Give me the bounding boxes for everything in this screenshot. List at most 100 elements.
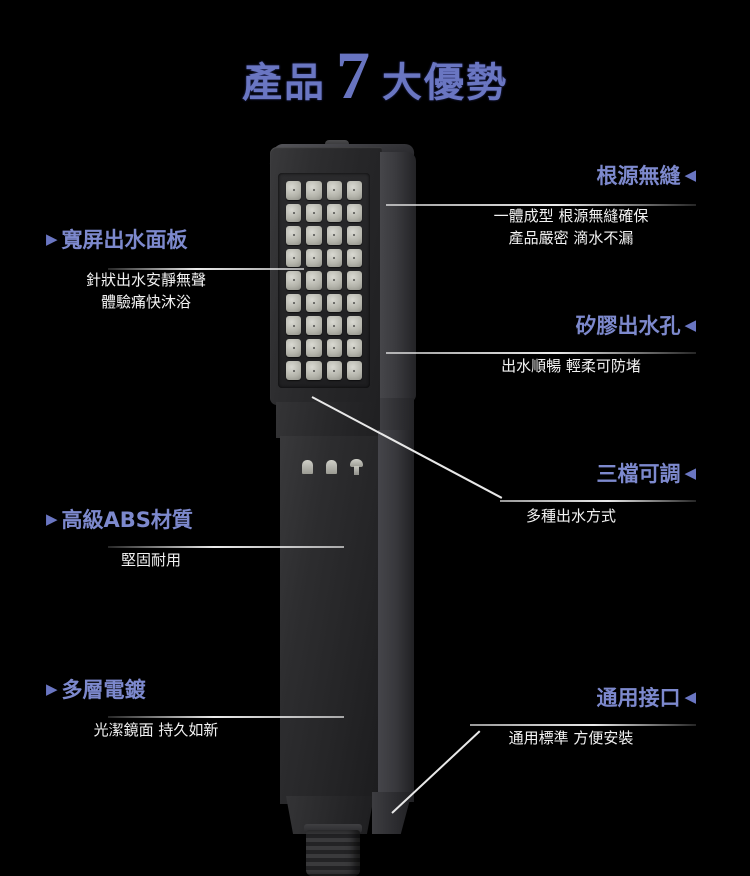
callout-left-3-heading: ▶ 多層電鍍 [46,674,266,704]
nozzle [286,271,302,290]
nozzle [286,181,302,200]
leader-line-right-3 [500,500,696,502]
leader-line-right-2 [386,352,696,354]
callout-right-1-heading: 根源無縫 ◀ [446,160,696,190]
nozzle [306,316,322,335]
connector-collar [304,824,362,833]
nozzle [306,203,322,223]
nozzle [326,248,342,268]
callout-left-1: ▶ 寬屏出水面板 針狀出水安靜無聲 體驗痛快沐浴 [46,224,246,314]
nozzle [346,271,362,290]
callout-right-1-sub: 一體成型 根源無縫確保 產品嚴密 滴水不漏 [446,206,696,250]
nozzle [346,248,362,268]
nozzle [306,248,322,268]
spray-mode-icon-2 [326,460,337,474]
callout-right-3-sub-line-1: 多種出水方式 [525,507,616,525]
nozzle [326,203,342,223]
callout-right-4-sub-line-1: 通用標準 方便安裝 [508,729,634,747]
arrow-left-icon: ◀ [684,315,696,334]
nozzle [326,271,342,290]
leader-line-left-2 [108,546,344,548]
threaded-connector [306,830,360,876]
nozzle [286,338,302,358]
product-image-shower-head [268,140,428,876]
callout-right-4-sub: 通用標準 方便安裝 [446,728,696,750]
nozzle [286,226,302,245]
nozzle [306,361,322,380]
title-word-left: 產品 [242,60,326,106]
callout-left-2-sub: 堅固耐用 [46,550,256,572]
shower-handle-side [378,430,414,802]
callout-left-3-heading-text: 多層電鍍 [61,678,146,702]
callout-right-2: 矽膠出水孔 ◀ 出水順暢 輕柔可防堵 [446,310,696,378]
nozzle [346,316,362,335]
nozzle [346,203,362,223]
callout-right-4-heading: 通用接口 ◀ [446,682,696,712]
arrow-right-icon: ▶ [46,679,58,698]
nozzle [286,293,302,313]
nozzle [286,203,302,223]
callout-left-2-heading-text: 高級ABS材質 [61,508,193,532]
callout-right-2-sub-line-1: 出水順暢 輕柔可防堵 [501,357,641,375]
nozzle [346,293,362,313]
callout-right-2-sub: 出水順暢 輕柔可防堵 [446,356,696,378]
callout-right-4-heading-text: 通用接口 [596,686,681,710]
arrow-left-icon: ◀ [684,687,696,706]
page-title: 產品 7 大優勢 [0,37,750,114]
nozzle [306,271,322,290]
nozzle [326,293,342,313]
shower-neck-front [276,402,380,438]
callout-right-3-heading-text: 三檔可調 [596,462,681,486]
nozzle [326,181,342,200]
spray-mode-icons [302,458,366,478]
nozzle [326,226,342,245]
callout-right-2-heading-text: 矽膠出水孔 [575,314,681,338]
callout-right-1-sub-line-2: 產品嚴密 滴水不漏 [508,228,634,247]
callout-left-2: ▶ 高級ABS材質 堅固耐用 [46,504,256,572]
spray-panel [278,173,370,388]
callout-right-3-heading: 三檔可調 ◀ [446,458,696,488]
callout-right-1-sub-line-1: 一體成型 根源無縫確保 [493,207,649,225]
arrow-left-icon: ◀ [684,463,696,482]
nozzle [286,248,302,268]
leader-line-left-1 [108,268,304,270]
callout-left-1-sub: 針狀出水安靜無聲 體驗痛快沐浴 [46,270,246,314]
shower-handle-front [280,436,378,804]
spray-mode-icon-3 [350,459,363,467]
nozzle [326,338,342,358]
nozzle [306,226,322,245]
callout-left-2-sub-line-1: 堅固耐用 [120,551,181,569]
leader-line-right-4 [470,724,696,726]
leader-line-left-3 [108,716,344,718]
callout-left-1-sub-line-1: 針狀出水安靜無聲 [85,271,206,289]
nozzle [326,361,342,380]
nozzle [286,361,302,380]
nozzle [346,181,362,200]
nozzle [346,226,362,245]
nozzle [346,361,362,380]
callout-left-3-sub: 光潔鏡面 持久如新 [46,720,266,742]
callout-left-3-sub-line-1: 光潔鏡面 持久如新 [93,721,219,739]
nozzle [306,293,322,313]
callout-left-1-heading: ▶ 寬屏出水面板 [46,224,246,254]
callout-right-4: 通用接口 ◀ 通用標準 方便安裝 [446,682,696,750]
nozzle [306,338,322,358]
callout-left-1-heading-text: 寬屏出水面板 [61,228,188,252]
callout-right-1: 根源無縫 ◀ 一體成型 根源無縫確保 產品嚴密 滴水不漏 [446,160,696,250]
callout-left-1-sub-line-2: 體驗痛快沐浴 [100,292,191,311]
spray-mode-icon-3-stem [354,466,359,475]
silicone-nozzle-grid [286,181,362,380]
spray-mode-icon-1 [302,460,313,474]
callout-right-3-sub: 多種出水方式 [446,506,696,528]
shower-head-side [380,152,416,402]
title-number: 7 [336,37,372,113]
callout-right-2-heading: 矽膠出水孔 ◀ [446,310,696,340]
arrow-left-icon: ◀ [684,165,696,184]
arrow-right-icon: ▶ [46,509,58,528]
callout-left-2-heading: ▶ 高級ABS材質 [46,504,256,534]
arrow-right-icon: ▶ [46,229,58,248]
callout-right-3: 三檔可調 ◀ 多種出水方式 [446,458,696,528]
title-word-right: 大優勢 [382,60,508,106]
leader-line-right-1 [386,204,696,206]
